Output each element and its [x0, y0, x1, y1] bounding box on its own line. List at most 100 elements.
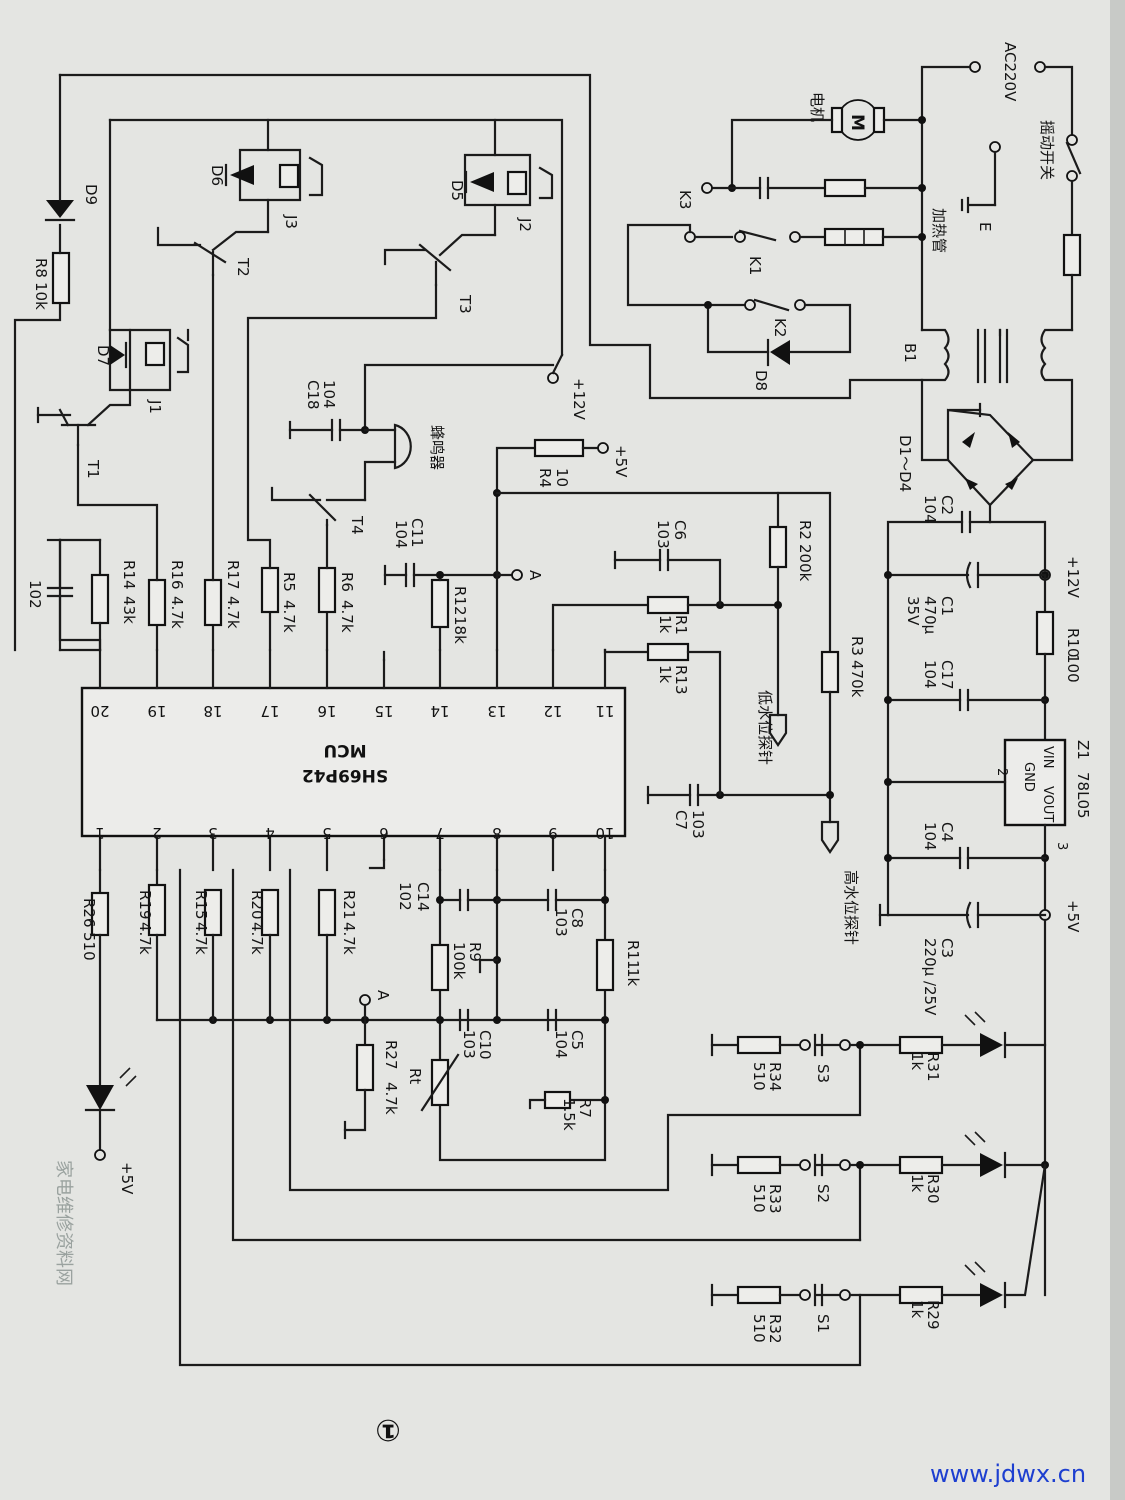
- reg-pin2: 2: [994, 768, 1009, 776]
- r16-value: 4.7k: [168, 596, 186, 629]
- mcu-chip: MCU SH69P42 20 19 18 17 16 15 14 13 12 1…: [80, 648, 627, 872]
- regulator-z1: [1003, 738, 1067, 827]
- r2-value: 200k: [796, 544, 814, 582]
- led-pin1: [86, 1085, 114, 1110]
- reg-vout: VOUT: [1040, 786, 1055, 822]
- v5-label-right: +5V: [1064, 900, 1082, 933]
- shake-switch-label: 摇动开关: [1038, 120, 1056, 180]
- led-s1: [980, 1283, 1003, 1307]
- pin-1: 1: [95, 824, 105, 842]
- pin-16: 16: [317, 702, 336, 720]
- ac-input-label: AC220V: [1001, 42, 1019, 102]
- fuse: [1062, 233, 1082, 277]
- pin-17: 17: [260, 702, 279, 720]
- driver-section: R14 43k 102 R16 4.7k R17 4.7k R5 4.7k R6…: [13, 73, 922, 652]
- c7-label: C7: [672, 810, 690, 830]
- r33-label: R33: [766, 1184, 784, 1214]
- c3-value: 220μ /25V: [921, 938, 939, 1016]
- pin-9: 9: [548, 824, 558, 842]
- pin-8: 8: [492, 824, 502, 842]
- r14-label: R14: [120, 560, 138, 590]
- reg-pin3: 3: [1054, 842, 1069, 850]
- r2-label: R2: [796, 520, 814, 540]
- r12-value: 18k: [451, 616, 469, 644]
- r9-label: R9: [466, 942, 484, 962]
- d8-diode: [770, 340, 790, 365]
- b1-label: B1: [901, 343, 919, 363]
- r32-value: 510: [750, 1314, 768, 1343]
- r21-value: 4.7k: [340, 922, 358, 955]
- low-probe-symbol: [768, 713, 788, 747]
- c1-label: C1: [938, 596, 956, 616]
- pin-12: 12: [543, 702, 562, 720]
- c18-label: C18: [304, 380, 322, 410]
- j3-relay: D6 J3 T2: [156, 118, 324, 277]
- d5-label: D5: [448, 180, 466, 201]
- r9-value: 100k: [450, 942, 468, 980]
- site-watermark: www.jdwx.cn: [930, 1460, 1086, 1488]
- r21-resistor: [317, 888, 337, 937]
- c2-value: 104: [921, 495, 939, 524]
- v5-terminal-bottom: [94, 1149, 106, 1161]
- buzzer-label: 蜂鸣器: [428, 425, 446, 470]
- pin-6: 6: [379, 824, 389, 842]
- r27-label: R27: [382, 1040, 400, 1070]
- pin-10: 10: [595, 824, 614, 842]
- node-a-top: [511, 569, 523, 581]
- r13-resistor: [646, 642, 690, 662]
- c5-label: C5: [568, 1030, 586, 1050]
- reg-ref: Z1: [1074, 740, 1092, 760]
- r27-value: 4.7k: [382, 1082, 400, 1115]
- r19-value: 4.7k: [136, 922, 154, 955]
- r12-label: R12: [451, 586, 469, 616]
- high-probe-symbol: [820, 820, 840, 854]
- j3-label: J3: [282, 214, 300, 229]
- r6-value: 4.7k: [338, 600, 356, 633]
- r17-value: 4.7k: [224, 596, 242, 629]
- bridge-label: D1～D4: [896, 435, 914, 492]
- c6-label: C6: [671, 520, 689, 540]
- r30-resistor: [898, 1155, 944, 1175]
- r10-label: R10: [1064, 628, 1082, 658]
- r19-label: R19: [136, 890, 154, 920]
- mcu-bottom-pins: 1 2 3 4 5 6 7 8 9 10: [95, 824, 615, 872]
- paper-shadow-right: [1110, 0, 1125, 1500]
- r26-label: R26: [80, 898, 98, 928]
- d6-label: D6: [208, 165, 226, 186]
- pin-5: 5: [322, 824, 332, 842]
- r16-label: R16: [168, 560, 186, 590]
- s2-label: S2: [814, 1184, 832, 1203]
- k2-label: K2: [771, 318, 789, 337]
- t1-transistor: T1: [36, 388, 132, 479]
- r15-label: R15: [192, 890, 210, 920]
- mcu-name: MCU: [323, 740, 366, 760]
- t1-label: T1: [84, 459, 102, 479]
- c17-label: C17: [938, 660, 956, 690]
- t4-transistor: T4: [270, 486, 367, 535]
- reg-vin: VIN: [1040, 746, 1055, 768]
- c4-label: C4: [938, 822, 956, 842]
- c5-value: 104: [552, 1030, 570, 1059]
- r21-label: R21: [340, 890, 358, 920]
- pin-15: 15: [374, 702, 393, 720]
- r6-label: R6: [338, 572, 356, 592]
- c4-value: 104: [921, 822, 939, 851]
- r15-value: 4.7k: [192, 922, 210, 955]
- c3-label: C3: [938, 938, 956, 958]
- r12-resistor: [430, 578, 450, 629]
- r8-value: 10k: [32, 282, 50, 310]
- r11-label: R11: [624, 940, 642, 970]
- r14-value: 43k: [120, 596, 138, 624]
- r9-resistor: [430, 943, 450, 992]
- v5-label-top: +5V: [612, 445, 630, 478]
- motor-symbol: M: [847, 114, 867, 131]
- r4-value: 10: [553, 468, 571, 487]
- pin-11: 11: [595, 702, 614, 720]
- t2-label: T2: [234, 257, 252, 277]
- c11-label: C11: [408, 518, 426, 548]
- d9-label: D9: [82, 184, 100, 205]
- r32-label: R32: [766, 1314, 784, 1344]
- c15-value: 102: [26, 580, 44, 609]
- c14-label: C14: [414, 882, 432, 912]
